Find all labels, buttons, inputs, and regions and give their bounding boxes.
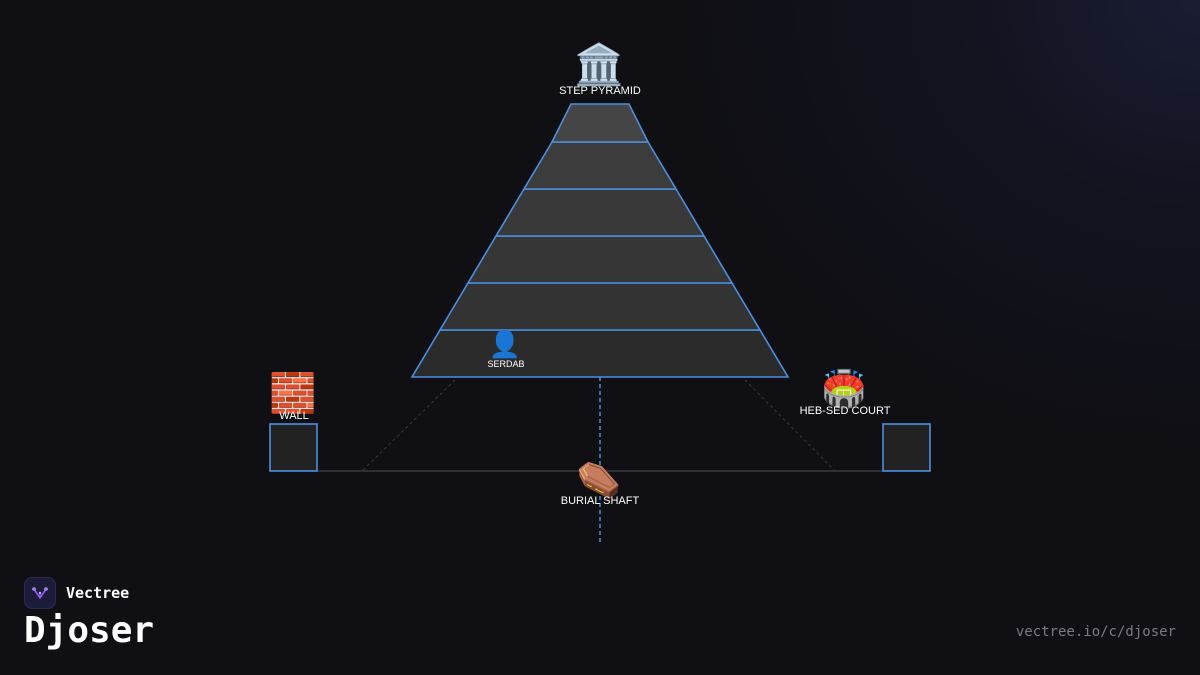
wall-connector [361,379,456,472]
pyramid-tier-1 [410,329,790,378]
wall-label: WALL [279,410,309,422]
wall-box [269,423,318,472]
burial-shaft-label: BURIAL SHAFT [561,495,640,507]
page-title: Djoser [24,610,155,651]
heb-sed-court-label: HEB-SED COURT [800,405,891,417]
page-url[interactable]: vectree.io/c/djoser [1015,624,1176,640]
pyramid-tier-4 [494,188,706,237]
pyramid-tier-5 [522,141,678,190]
pyramid [410,103,790,378]
heb-sed-court-box [882,423,931,472]
pyramid-tier-2 [438,282,762,331]
wall-icon: 🧱 [269,371,316,415]
vectree-logo-icon [24,577,56,609]
brand-name: Vectree [66,584,130,602]
step-pyramid-icon: 🏛️ [574,41,624,88]
step-pyramid-label: STEP PYRAMID [559,85,641,97]
pyramid-tier-3 [466,235,734,284]
serdab-icon: 👤 [489,329,521,360]
burial-shaft-icon: ⚰️ [577,460,622,501]
brand[interactable]: Vectree [24,577,129,609]
heb-sed-court-icon: 🏟️ [822,368,867,410]
serdab-label: SERDAB [487,359,524,369]
pyramid-tier-6 [550,103,650,143]
